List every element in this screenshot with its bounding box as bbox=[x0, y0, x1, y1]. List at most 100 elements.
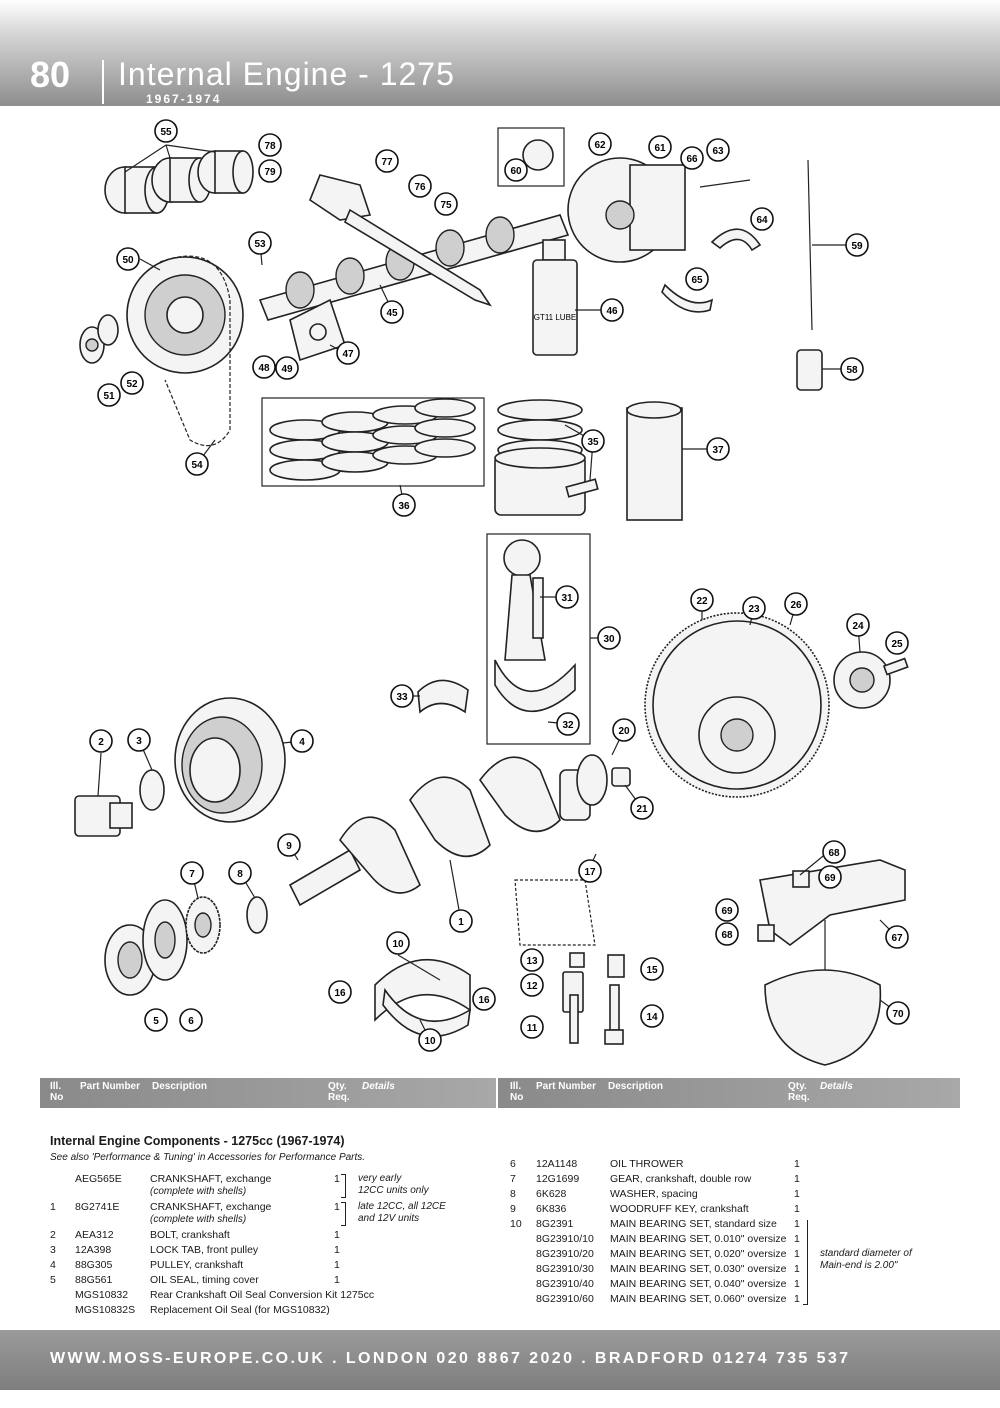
bracket-note-2 bbox=[341, 1202, 346, 1226]
callout-number: 50 bbox=[122, 255, 134, 266]
callout-number: 65 bbox=[691, 275, 703, 286]
callout-number: 62 bbox=[594, 140, 606, 151]
callout-number: 76 bbox=[414, 182, 426, 193]
callout-number: 52 bbox=[126, 379, 138, 390]
callout-number: 46 bbox=[606, 306, 618, 317]
callout-20: 20 bbox=[612, 718, 636, 742]
callout-23: 23 bbox=[742, 596, 766, 620]
callout-number: 69 bbox=[824, 873, 836, 884]
callout-69a: 69 bbox=[818, 865, 842, 889]
callout-number: 3 bbox=[136, 736, 142, 747]
callout-number: 75 bbox=[440, 200, 452, 211]
header-divider bbox=[102, 60, 104, 104]
callout-number: 36 bbox=[398, 501, 410, 512]
header-details: Details bbox=[820, 1081, 853, 1092]
callout-70: 70 bbox=[886, 1001, 910, 1025]
callout-number: 48 bbox=[258, 363, 270, 374]
header-part-number: Part Number bbox=[80, 1081, 141, 1092]
callout-number: 23 bbox=[748, 604, 760, 615]
callout-number: 6 bbox=[188, 1016, 194, 1027]
callout-9: 9 bbox=[277, 833, 301, 857]
callout-75: 75 bbox=[434, 192, 458, 216]
callout-number: 10 bbox=[392, 939, 404, 950]
callout-32: 32 bbox=[556, 712, 580, 736]
callout-number: 26 bbox=[790, 600, 802, 611]
callout-12: 12 bbox=[520, 973, 544, 997]
page-number: 80 bbox=[30, 54, 71, 95]
callout-54: 54 bbox=[185, 452, 209, 476]
callout-number: 67 bbox=[891, 933, 903, 944]
callout-number: 7 bbox=[189, 869, 195, 880]
exploded-parts-diagram: GT11 LUBE bbox=[74, 119, 910, 1066]
callout-number: 10 bbox=[424, 1036, 436, 1047]
callout-number: 53 bbox=[254, 239, 266, 250]
callout-16a: 16 bbox=[328, 980, 352, 1004]
callout-51: 51 bbox=[97, 383, 121, 407]
callout-10b: 10 bbox=[418, 1028, 442, 1052]
callout-6: 6 bbox=[179, 1008, 203, 1032]
callout-number: 9 bbox=[286, 841, 292, 852]
callout-59: 59 bbox=[845, 233, 869, 257]
callout-14: 14 bbox=[640, 1004, 664, 1028]
callout-68a: 68 bbox=[822, 840, 846, 864]
callout-21: 21 bbox=[630, 796, 654, 820]
callout-number: 68 bbox=[828, 848, 840, 859]
callout-number: 22 bbox=[696, 596, 708, 607]
callout-number: 70 bbox=[892, 1009, 904, 1020]
callout-31: 31 bbox=[555, 585, 579, 609]
callout-35: 35 bbox=[581, 429, 605, 453]
callout-number: 60 bbox=[510, 166, 522, 177]
callout-number: 66 bbox=[686, 154, 698, 165]
callout-number: 79 bbox=[264, 167, 276, 178]
callout-15: 15 bbox=[640, 957, 664, 981]
callout-number: 16 bbox=[478, 995, 490, 1006]
footer-contact: WWW.MOSS-EUROPE.CO.UK . LONDON 020 8867 … bbox=[50, 1350, 851, 1367]
callout-number: 4 bbox=[299, 737, 305, 748]
callout-52: 52 bbox=[120, 371, 144, 395]
callout-number: 47 bbox=[342, 349, 354, 360]
callout-30: 30 bbox=[597, 626, 621, 650]
callout-66: 66 bbox=[680, 146, 704, 170]
header-column-separator bbox=[496, 1078, 498, 1106]
callout-16b: 16 bbox=[472, 987, 496, 1011]
page-title: Internal Engine - 1275 bbox=[118, 56, 455, 92]
callout-3: 3 bbox=[127, 728, 151, 752]
callout-number: 16 bbox=[334, 988, 346, 999]
callout-55: 55 bbox=[154, 119, 178, 143]
callout-number: 21 bbox=[636, 804, 648, 815]
bracket-main-bearing bbox=[803, 1220, 808, 1305]
page-subtitle-years: 1967-1974 bbox=[146, 92, 222, 106]
callout-68b: 68 bbox=[715, 922, 739, 946]
callout-17: 17 bbox=[578, 859, 602, 883]
callout-number: 68 bbox=[721, 930, 733, 941]
callout-69b: 69 bbox=[715, 898, 739, 922]
callout-number: 33 bbox=[396, 692, 408, 703]
callout-number: 30 bbox=[603, 634, 615, 645]
callout-number: 31 bbox=[561, 593, 573, 604]
callout-4: 4 bbox=[290, 729, 314, 753]
callout-50: 50 bbox=[116, 247, 140, 271]
callout-number: 77 bbox=[381, 157, 393, 168]
callout-number: 59 bbox=[851, 241, 863, 252]
header-qty: Qty. Req. bbox=[788, 1081, 810, 1103]
table-header-left: Ill. No Part Number Description Qty. Req… bbox=[40, 1078, 496, 1108]
section-note: See also 'Performance & Tuning' in Acces… bbox=[50, 1152, 366, 1163]
callout-62: 62 bbox=[588, 132, 612, 156]
header-qty: Qty. Req. bbox=[328, 1081, 350, 1103]
callout-7: 7 bbox=[180, 861, 204, 885]
callout-26: 26 bbox=[784, 592, 808, 616]
callout-46: 46 bbox=[600, 298, 624, 322]
part-drawings: GT11 LUBE bbox=[74, 127, 909, 1066]
callout-76: 76 bbox=[408, 174, 432, 198]
callout-number: 49 bbox=[281, 364, 293, 375]
callout-61: 61 bbox=[648, 135, 672, 159]
callout-58: 58 bbox=[840, 357, 864, 381]
header-details: Details bbox=[362, 1081, 395, 1092]
callout-77: 77 bbox=[375, 149, 399, 173]
note-early-units: very early 12CC units only bbox=[358, 1173, 429, 1196]
callout-number: 25 bbox=[891, 639, 903, 650]
callout-number: 1 bbox=[458, 917, 464, 928]
callout-number: 2 bbox=[98, 737, 104, 748]
callout-45: 45 bbox=[380, 300, 404, 324]
table-header-right: Ill. No Part Number Description Qty. Req… bbox=[498, 1078, 960, 1108]
